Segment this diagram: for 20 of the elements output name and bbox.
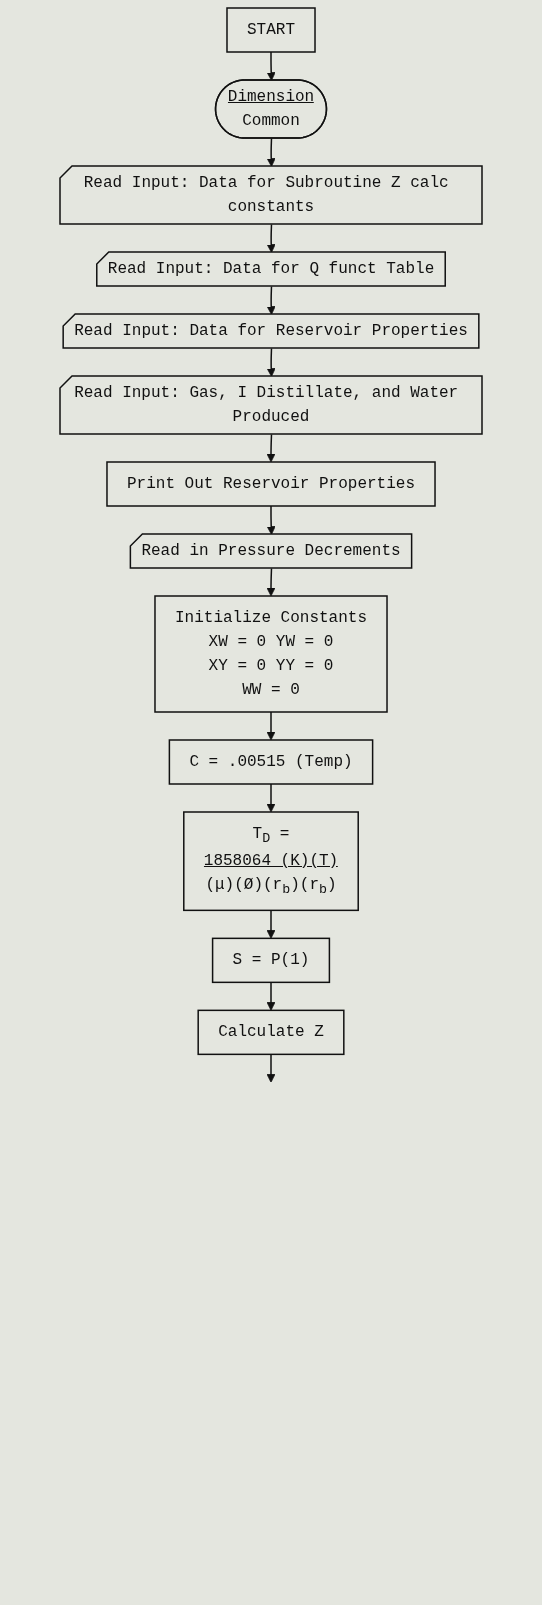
arrow: [266, 981, 276, 1011]
arrow: [266, 433, 276, 463]
node-box: Print Out Reservoir Properties: [106, 461, 436, 507]
node-box: Initialize Constants XW = 0 YW = 0 XY = 0 YY = 0 WW = 0: [154, 595, 388, 713]
arrow: [266, 505, 276, 535]
arrow: [266, 711, 276, 741]
node-box: START: [226, 7, 316, 53]
node-box: C = .00515 (Temp): [168, 739, 374, 785]
arrow: [266, 51, 276, 81]
arrow: [266, 1053, 276, 1083]
arrow: [266, 285, 276, 315]
arrow: [266, 567, 276, 597]
arrow: [266, 783, 276, 813]
node-box: Calculate Z: [197, 1009, 345, 1056]
node-box: S = P(1): [211, 937, 331, 984]
arrow: [266, 347, 276, 377]
node-box: T$_{D}$ = 1858064 (K)(T) (μ)(Ø)(r$_{b}$)(r$_{b}$): [183, 811, 359, 912]
arrow: [266, 909, 276, 939]
arrow: [266, 223, 276, 253]
arrow: [266, 137, 276, 167]
